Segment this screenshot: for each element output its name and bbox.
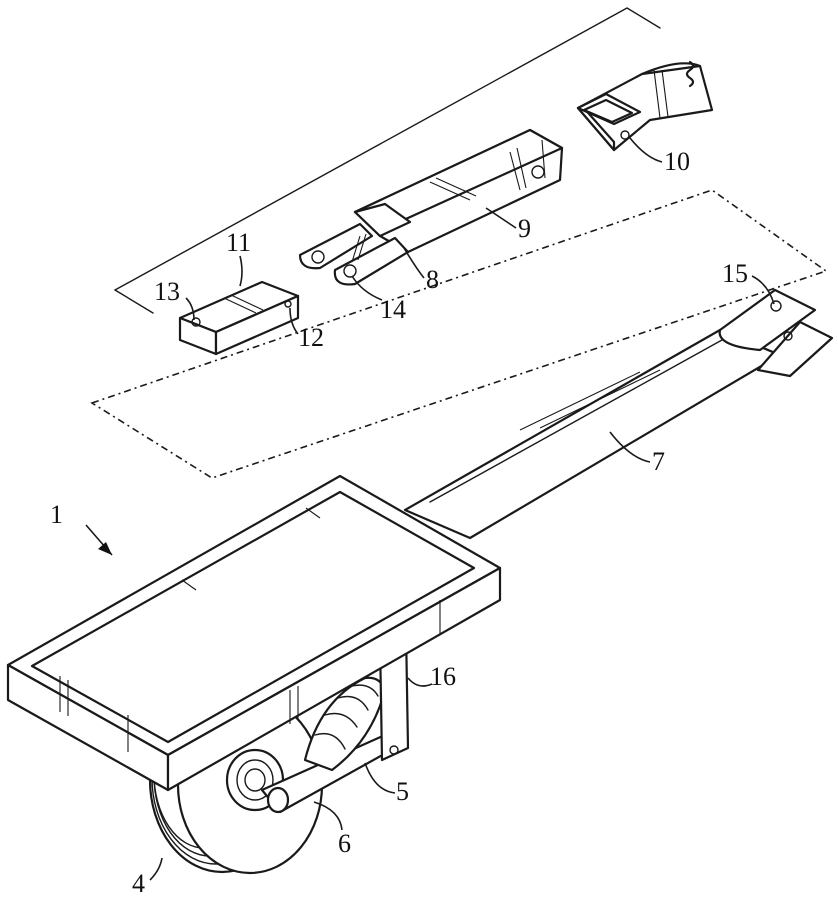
label-10: 10: [664, 147, 690, 176]
label-7: 7: [652, 447, 665, 476]
label-4: 4: [132, 869, 145, 898]
upper-section-boundary: [115, 8, 660, 313]
coupling-block: [180, 282, 298, 354]
label-6: 6: [338, 829, 351, 858]
label-5: 5: [396, 777, 409, 806]
clevis-end: [300, 204, 410, 284]
label-16: 16: [430, 662, 456, 691]
label-10-leader: [630, 138, 662, 162]
label-8-leader: [404, 248, 424, 278]
label-1: 1: [50, 500, 63, 529]
label-4-leader: [150, 858, 162, 880]
label-9-leader: [486, 208, 516, 228]
receiver-tube: [578, 62, 712, 150]
label-16-leader: [408, 678, 432, 686]
label-12: 12: [298, 323, 324, 352]
label-14: 14: [380, 295, 406, 324]
label-11-leader: [240, 256, 242, 286]
label-9: 9: [518, 214, 531, 243]
label-1-arrowhead: [98, 542, 112, 555]
label-5-leader: [365, 763, 395, 793]
label-8: 8: [426, 265, 439, 294]
tow-bar: [405, 290, 832, 538]
label-13: 13: [154, 277, 180, 306]
label-15: 15: [722, 259, 748, 288]
label-11: 11: [226, 228, 251, 257]
